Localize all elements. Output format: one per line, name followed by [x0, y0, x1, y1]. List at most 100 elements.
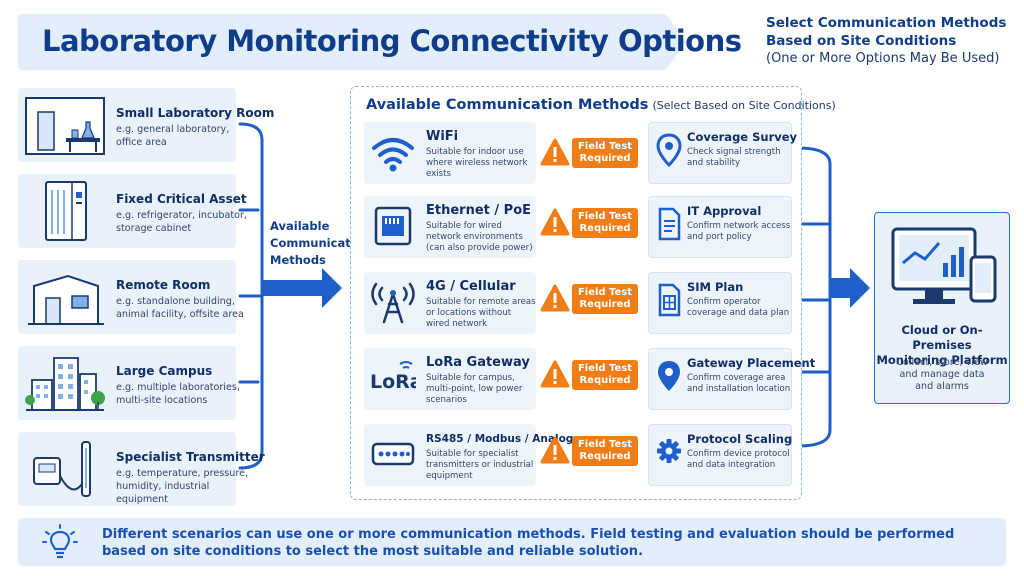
action-title: IT Approval — [687, 204, 762, 218]
method-card-rs485: RS485 / Modbus / Analog Suitable for spe… — [364, 424, 573, 486]
footer-text: Different scenarios can use one or more … — [102, 527, 955, 559]
method-title: LoRa Gateway — [426, 355, 530, 370]
campus-icon — [25, 357, 105, 411]
badge-line: Field Test — [577, 439, 633, 450]
scenario-desc: e.g. standalone building, animal facilit… — [116, 296, 244, 320]
scenario-card-remote-room: Remote Room e.g. standalone building, an… — [18, 260, 244, 334]
platform-desc: Collect, store, view and manage data and… — [875, 357, 1009, 393]
badge-line: Field Test — [577, 211, 633, 222]
panel-title: Available Communication Methods(Select B… — [366, 94, 836, 113]
top-note-line3: (One or More Options May Be Used) — [766, 51, 1000, 66]
lora-logo-icon: LoRa — [370, 361, 416, 393]
scenario-desc: e.g. multiple laboratories, multi-site l… — [116, 382, 240, 406]
page-title: Laboratory Monitoring Connectivity Optio… — [42, 24, 742, 58]
action-card-gateway-placement: Gateway Placement Confirm coverage area … — [648, 348, 815, 410]
warning-icon — [540, 138, 570, 166]
panel-title-sub: (Select Based on Site Conditions) — [652, 99, 836, 112]
ethernet-port-icon — [374, 206, 412, 246]
footer-note: Different scenarios can use one or more … — [18, 518, 1006, 566]
badge-line: Required — [579, 375, 631, 386]
platform-desc-line: and manage data — [899, 369, 985, 380]
lightbulb-icon — [42, 524, 78, 559]
gear-icon — [657, 439, 681, 463]
available-methods-label-line: Available — [270, 219, 330, 233]
method-card-lora: LoRa LoRa Gateway Suitable for campus, m… — [364, 348, 536, 410]
badge-line: Field Test — [577, 141, 633, 152]
scenario-card-fixed-asset: Fixed Critical Asset e.g. refrigerator, … — [18, 174, 247, 248]
transmitter-icon — [33, 441, 91, 497]
action-card-coverage-survey: Coverage Survey Check signal strength an… — [648, 122, 797, 184]
badge-line: Required — [579, 451, 631, 462]
scenario-card-small-lab: Small Laboratory Room e.g. general labor… — [18, 88, 274, 162]
scenario-title: Specialist Transmitter — [116, 450, 265, 464]
scenario-title: Fixed Critical Asset — [116, 192, 247, 206]
scenario-title: Remote Room — [116, 278, 211, 292]
method-title: WiFi — [426, 129, 459, 144]
available-methods-label: Available Communication Methods — [270, 218, 371, 269]
badge-line: Required — [579, 153, 631, 164]
method-desc: Suitable for indoor use where wireless n… — [426, 147, 528, 179]
action-desc: Confirm network access and port policy — [687, 221, 791, 242]
method-desc: Suitable for specialist transmitters or … — [426, 449, 534, 481]
platform-title-line: Monitoring Platform — [876, 353, 1008, 367]
top-note-line2: Based on Site Conditions — [766, 33, 957, 49]
sim-card-icon — [658, 283, 681, 317]
scenario-desc: e.g. general laboratory, office area — [116, 124, 230, 148]
monitor-phone-icon — [891, 227, 997, 304]
action-card-sim-plan: SIM Plan Confirm operator coverage and d… — [648, 272, 792, 334]
platform-desc-line: and alarms — [915, 381, 969, 392]
warning-icon — [540, 208, 570, 236]
top-note: Select Communication Methods Based on Si… — [766, 14, 1016, 68]
scenario-title: Large Campus — [116, 364, 213, 378]
building-icon — [28, 274, 104, 325]
action-title: SIM Plan — [687, 280, 744, 294]
action-title: Gateway Placement — [687, 356, 816, 370]
action-desc: Check signal strength and stability — [687, 147, 781, 168]
title-banner: Laboratory Monitoring Connectivity Optio… — [18, 14, 742, 70]
platform-desc-line: Collect, store, view — [896, 357, 988, 368]
warning-icon — [540, 360, 570, 388]
badge-line: Field Test — [577, 287, 633, 298]
action-desc: Confirm operator coverage and data plan — [687, 297, 790, 318]
scenario-title: Small Laboratory Room — [116, 106, 275, 120]
action-card-protocol-scaling: Protocol Scaling Confirm device protocol… — [648, 424, 792, 486]
badge-line: Required — [579, 299, 631, 310]
method-title: 4G / Cellular — [426, 279, 516, 294]
wifi-icon — [372, 138, 414, 172]
document-icon — [658, 207, 681, 241]
available-methods-label-line: Methods — [270, 253, 326, 267]
method-title: RS485 / Modbus / Analog — [426, 433, 574, 445]
platform-title-line: Cloud or On-Premises — [901, 323, 983, 352]
action-card-it-approval: IT Approval Confirm network access and p… — [648, 196, 792, 258]
monitoring-platform-card: Cloud or On-Premises Monitoring Platform… — [874, 212, 1010, 404]
action-title: Protocol Scaling — [687, 432, 793, 446]
method-desc: Suitable for remote areas or locations w… — [426, 297, 536, 329]
scenario-card-specialist-transmitter: Specialist Transmitter e.g. temperature,… — [18, 432, 265, 506]
panel-title-main: Available Communication Methods — [366, 97, 649, 113]
method-desc: Suitable for campus, multi-point, low po… — [426, 373, 523, 405]
warning-icon — [540, 284, 570, 312]
top-note-line1: Select Communication Methods — [766, 15, 1007, 31]
refrigerator-icon — [45, 181, 87, 241]
method-desc: Suitable for wired network environments … — [426, 221, 533, 253]
cell-tower-icon — [371, 282, 415, 324]
platform-title: Cloud or On-Premises Monitoring Platform — [875, 323, 1009, 368]
badge-line: Field Test — [577, 363, 633, 374]
available-methods-label-line: Communication — [270, 236, 371, 250]
warning-icon — [540, 436, 570, 464]
serial-connector-icon — [371, 442, 415, 466]
method-card-ethernet: Ethernet / PoE Suitable for wired networ… — [364, 196, 536, 258]
location-pin-icon — [656, 133, 682, 167]
scenario-desc: e.g. temperature, pressure, humidity, in… — [116, 468, 249, 505]
lora-logo-text: LoRa — [370, 371, 416, 393]
badge-line: Required — [579, 223, 631, 234]
action-title: Coverage Survey — [687, 130, 798, 144]
action-desc: Confirm coverage area and installation l… — [687, 373, 791, 394]
lab-room-icon — [25, 97, 105, 155]
scenario-desc: e.g. refrigerator, incubator, storage ca… — [116, 210, 247, 234]
